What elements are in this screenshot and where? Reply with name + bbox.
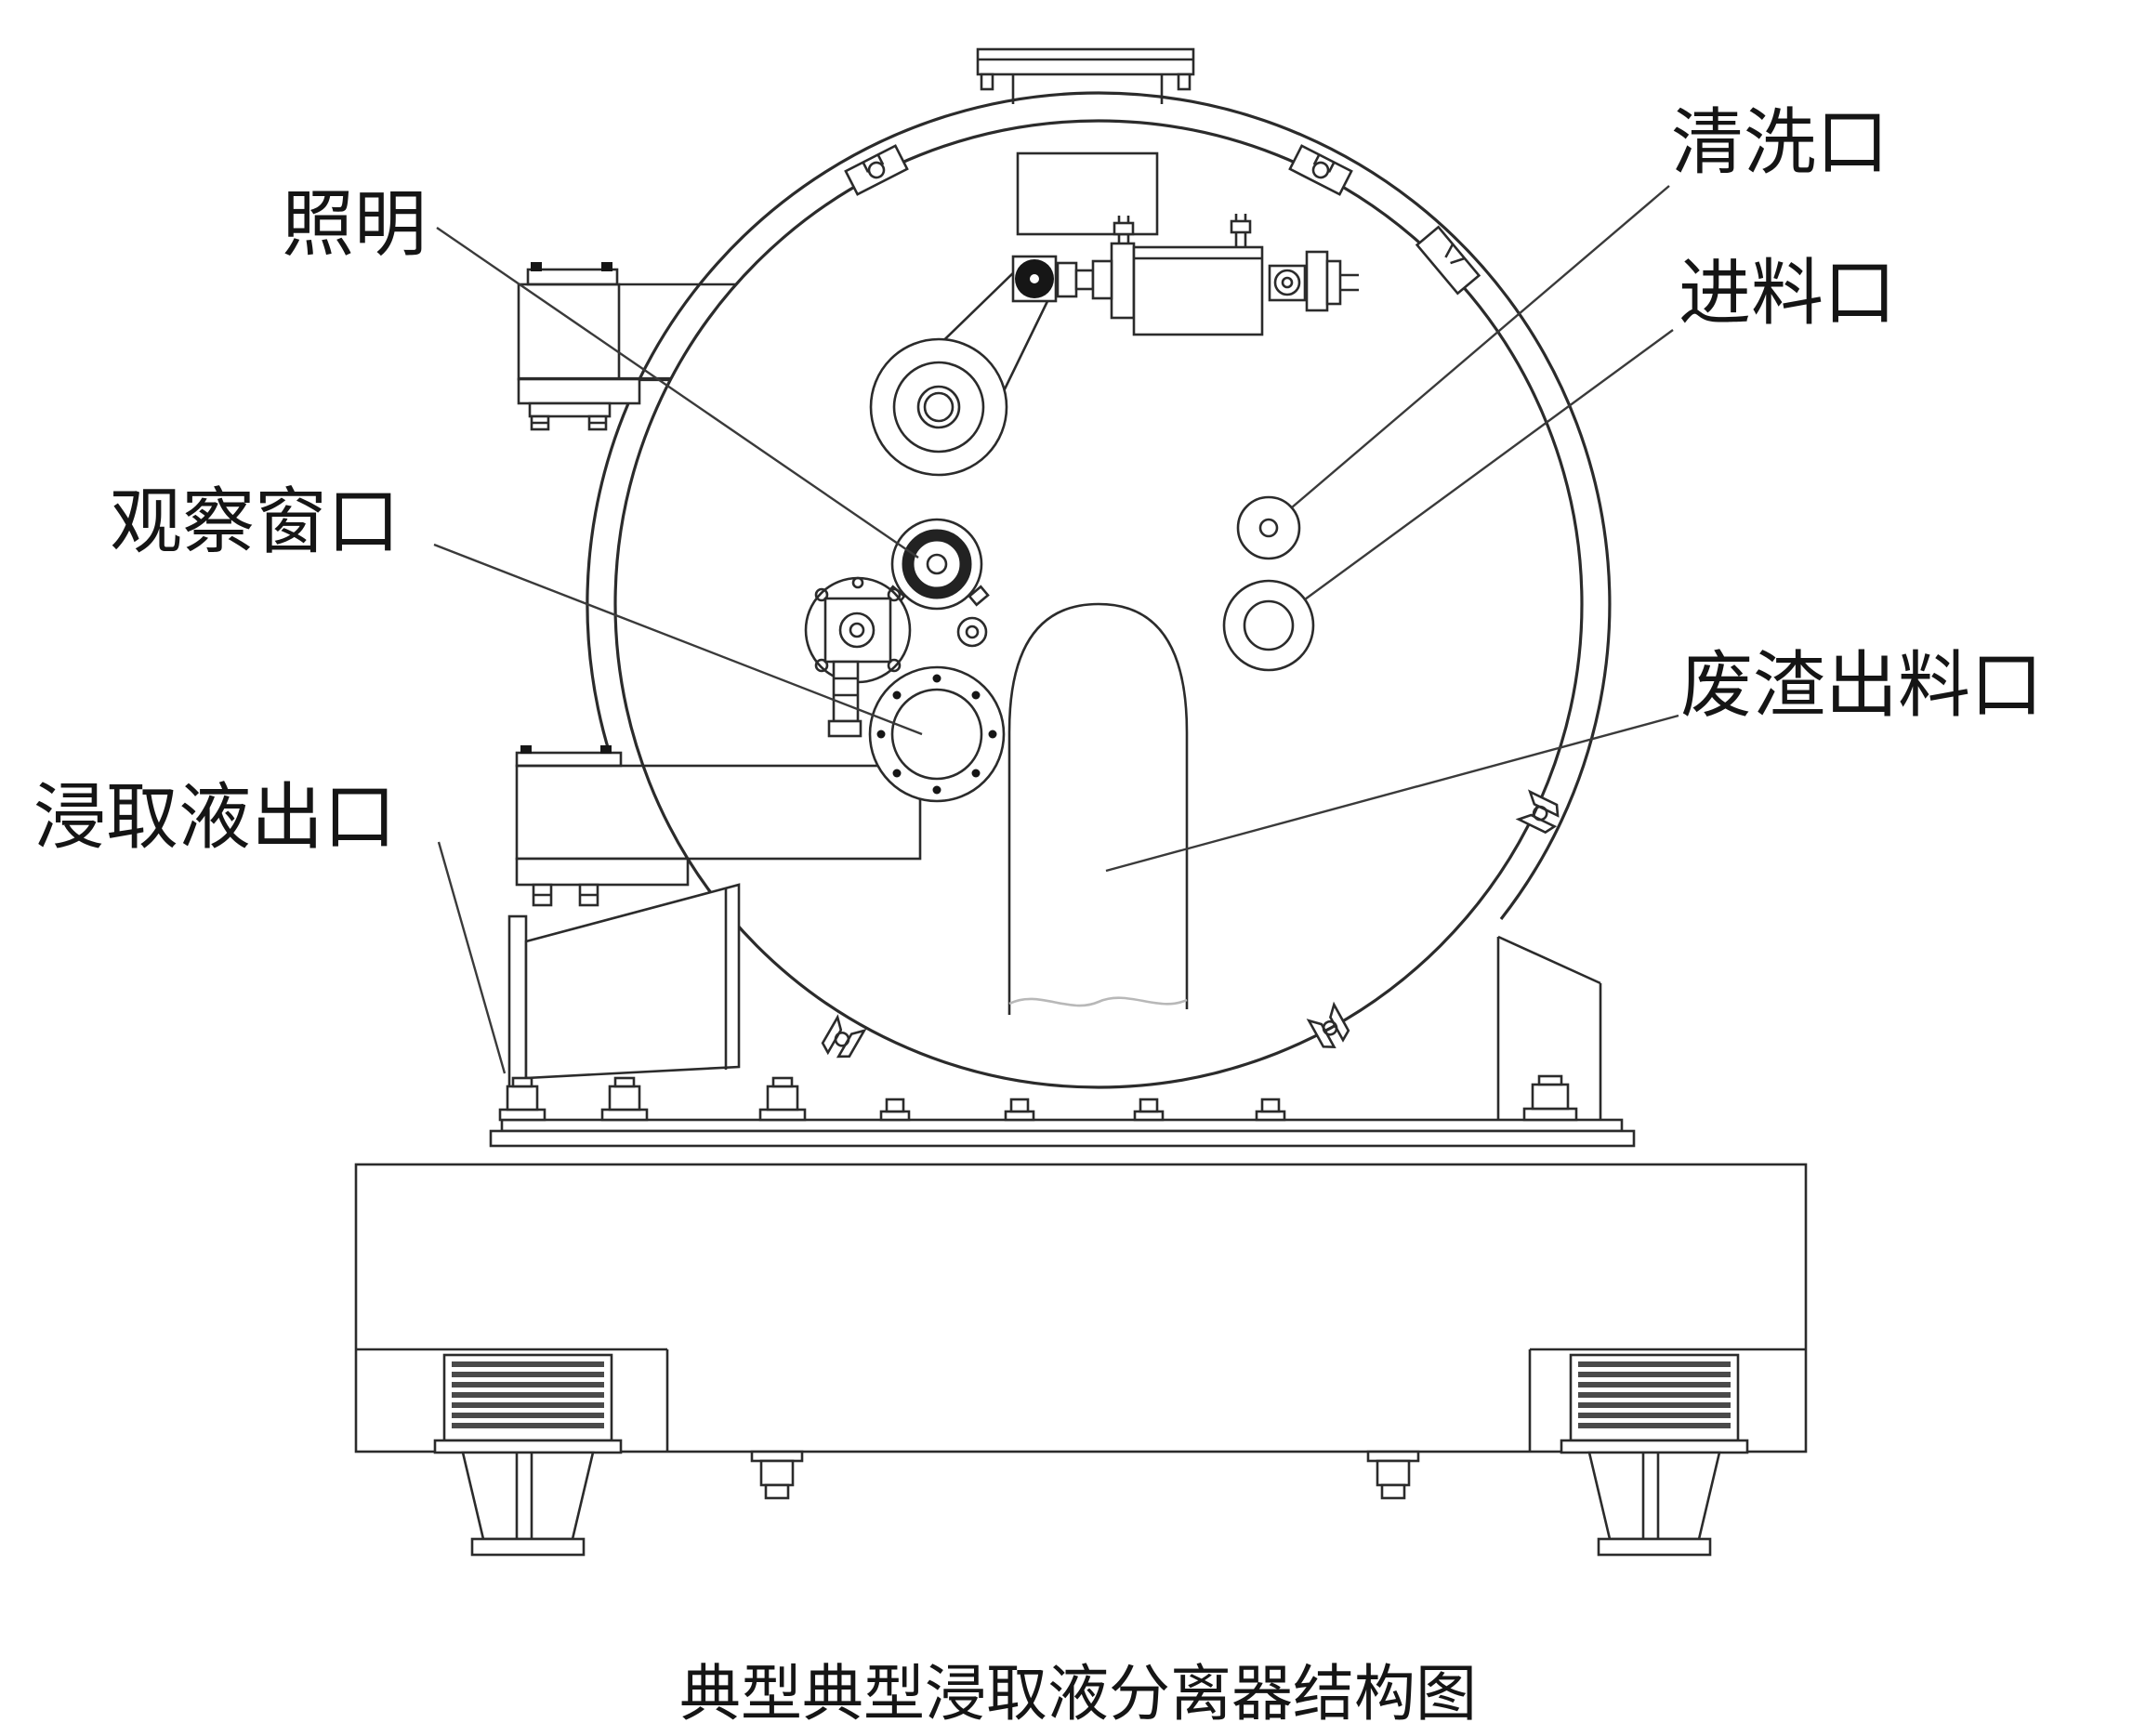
leader-cleaning-port: [1291, 185, 1670, 508]
label-feed-port: 进料口: [1679, 253, 1896, 334]
hook-clip-ring-right: [1515, 789, 1560, 835]
waste-chute: [1007, 602, 1189, 1015]
lower-left-bracket: [515, 745, 922, 907]
label-waste-discharge-port: 废渣出料口: [1680, 645, 2043, 726]
leader-extract-outlet: [437, 841, 507, 1074]
right-support: [1496, 935, 1602, 1120]
motor-box: [1016, 151, 1159, 236]
cleaning-port: [1236, 495, 1301, 560]
extract-funnel: [507, 883, 741, 1123]
right-foot: [1560, 1353, 1749, 1557]
label-lighting: 照明: [282, 184, 427, 265]
hook-clip-bottom-left: [821, 1014, 867, 1059]
label-cleaning-port: 清洗口: [1671, 102, 1889, 183]
control-box-bracket: [832, 660, 860, 723]
leader-lighting: [436, 227, 919, 559]
leader-feed-port: [1304, 329, 1674, 600]
leader-lines: [433, 185, 1679, 1074]
caption: 典型典型浸取液分离器结构图: [679, 1661, 1477, 1729]
leader-observation-window: [433, 543, 923, 736]
vessel-circle: [613, 119, 1584, 1089]
top-flange: [976, 47, 1195, 104]
small-port: [956, 616, 988, 648]
left-foot: [433, 1353, 623, 1557]
upper-left-bracket: [517, 262, 736, 431]
ring-tab-top-left: [844, 144, 909, 196]
bottom-bolts: [750, 1450, 1420, 1500]
ring-tab-right: [1415, 225, 1481, 296]
label-extract-outlet: 浸取液出口: [33, 777, 396, 858]
feed-port: [1222, 579, 1315, 672]
pneumatic-cylinder: [1056, 214, 1359, 336]
control-box: [804, 576, 912, 738]
casing-ring-arc: [586, 91, 1612, 920]
observation-window: [868, 665, 1006, 803]
label-observation-window: 观察窗口: [110, 481, 400, 562]
leader-waste-discharge: [1105, 714, 1679, 873]
saddle-bolts: [498, 1074, 1578, 1122]
hook-clip-bottom-right: [1306, 1001, 1350, 1049]
ring-tab-top-right: [1288, 144, 1353, 196]
saddle-plates: [489, 1118, 1636, 1148]
lighting-fixture: [884, 518, 990, 611]
crank-wheel: [869, 255, 1058, 477]
support-foot-bolt: [1522, 1074, 1578, 1122]
liquid-level-wave: [1008, 996, 1188, 1007]
